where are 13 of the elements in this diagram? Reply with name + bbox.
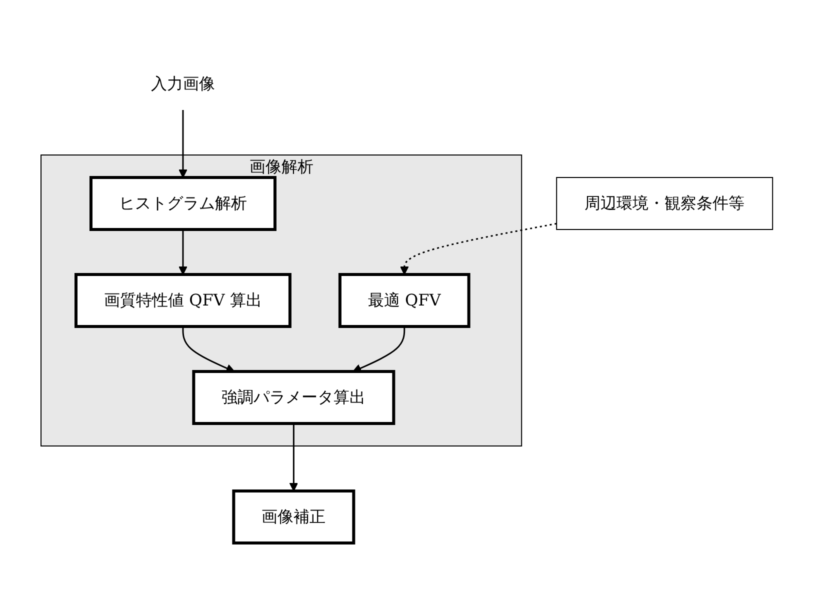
arrow (288, 424, 298, 492)
arrow (400, 222, 556, 275)
node-box: 強調パラメータ算出 (192, 370, 395, 425)
node-text: 入力画像 (150, 74, 215, 93)
arrow (178, 110, 188, 178)
node-box: 周辺環境・観察条件等 (556, 177, 773, 230)
node-box: 画像補正 (232, 489, 355, 544)
arrow (178, 230, 188, 275)
node-box: 最適 QFV (338, 273, 470, 328)
node-box: ヒストグラム解析 (89, 176, 276, 231)
arrow (352, 326, 405, 372)
node-box: 画質特性値 QFV 算出 (74, 273, 292, 328)
arrow (182, 326, 234, 372)
